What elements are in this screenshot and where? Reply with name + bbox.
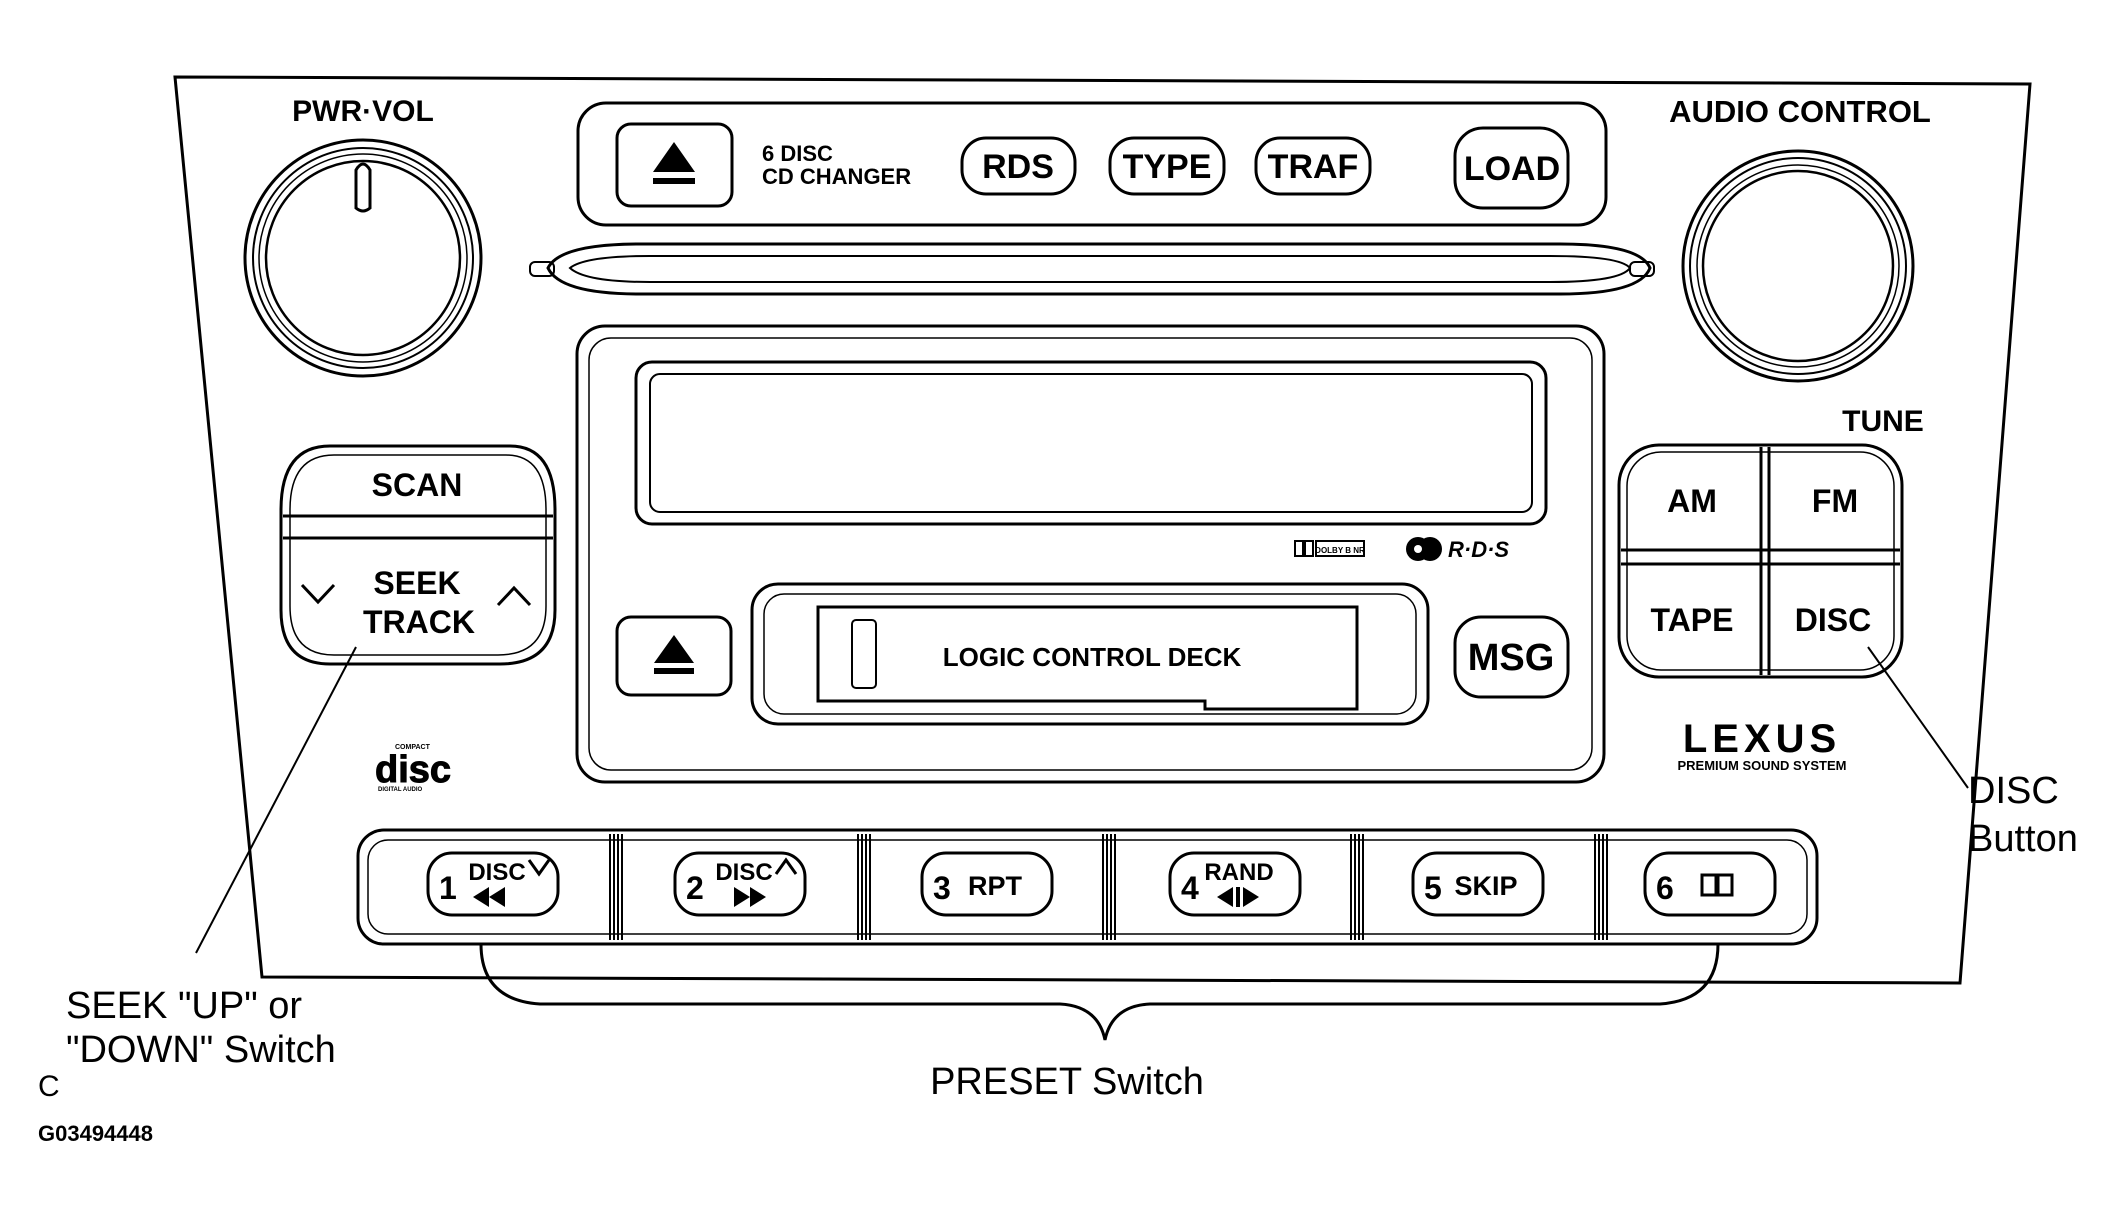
scan-seek-control [279, 444, 557, 666]
rds-button-label: RDS [982, 148, 1054, 186]
traf-button-label: TRAF [1268, 148, 1359, 186]
preset-number: 2 [686, 870, 704, 906]
dolby-nr-text: DOLBY B NR [1315, 546, 1365, 555]
type-button-label: TYPE [1123, 148, 1212, 186]
preset-label: RPT [968, 871, 1023, 901]
faceplate-outline [173, 75, 2032, 985]
fast-forward-icon [734, 857, 798, 907]
msg-button-label: MSG [1468, 637, 1555, 679]
tune-label: TUNE [1842, 405, 1924, 438]
changer-eject-button[interactable] [615, 122, 734, 208]
msg-button[interactable]: MSG [1453, 615, 1570, 699]
center-module [575, 324, 1606, 784]
chevron-up-icon [496, 585, 532, 607]
disc-button[interactable]: DISC [1769, 564, 1894, 670]
seek-callout-line1: SEEK "UP" or [66, 985, 302, 1027]
preset-label: RAND [1204, 859, 1273, 886]
preset-callout: PRESET Switch [930, 1061, 1204, 1103]
power-volume-knob[interactable] [243, 138, 483, 378]
compact-disc-logo: COMPACT disc DIGITAL AUDIO [375, 744, 452, 793]
disc-callout-line1: DISC [1968, 770, 2059, 812]
rds-badge-text: R·D·S [1448, 537, 1509, 562]
audio-control-knob[interactable] [1681, 149, 1915, 383]
am-button-label: AM [1667, 483, 1717, 519]
compact-disc-logo-main: disc [375, 749, 451, 791]
preset-number: 6 [1656, 870, 1674, 906]
changer-label-line2: CD CHANGER [762, 164, 911, 189]
disc-callout-line2: Button [1968, 818, 2078, 860]
preset-label: DISC [715, 859, 772, 886]
cd-changer-panel [576, 101, 1608, 227]
preset-number: 1 [439, 870, 457, 906]
disc-button-label: DISC [1795, 602, 1871, 638]
cd-slot[interactable] [529, 242, 1655, 296]
dolby-rds-badge: DOLBY B NR R·D·S [1294, 537, 1509, 562]
load-button[interactable]: LOAD [1453, 126, 1570, 210]
deck-label: LOGIC CONTROL DECK [943, 642, 1242, 672]
cassette-eject-button[interactable] [615, 615, 733, 697]
preset-bracket [479, 943, 1720, 1041]
fm-button[interactable]: FM [1769, 452, 1894, 550]
rds-button[interactable]: RDS [960, 136, 1077, 196]
knob-indicator-icon [354, 162, 372, 213]
cassette-deck[interactable] [750, 582, 1430, 726]
changer-label-line1: 6 DISC [762, 141, 833, 166]
am-button[interactable]: AM [1627, 452, 1761, 550]
rewind-icon [473, 859, 551, 907]
tape-button[interactable]: TAPE [1627, 564, 1761, 670]
load-button-label: LOAD [1464, 150, 1560, 188]
compact-disc-logo-top: COMPACT [395, 744, 431, 751]
seek-callout-line [195, 646, 357, 954]
preset-number: 5 [1424, 870, 1442, 906]
tape-button-label: TAPE [1651, 602, 1734, 638]
preset-number: 3 [933, 870, 951, 906]
cd-logo-icon [1406, 537, 1442, 561]
scan-label: SCAN [372, 467, 463, 503]
dolby-icon [1700, 873, 1734, 897]
track-label: TRACK [363, 604, 475, 640]
figure-id: G03494448 [38, 1121, 153, 1146]
figure-letter: C [38, 1070, 60, 1103]
chevron-down-icon [300, 583, 336, 605]
preset-6-dolby-button[interactable]: 6 [1643, 851, 1777, 917]
disc-callout-line [1867, 646, 1969, 789]
lexus-logo: LEXUS [1683, 717, 1841, 761]
preset-label: DISC [468, 859, 525, 886]
compact-disc-logo-bottom: DIGITAL AUDIO [378, 787, 423, 793]
display-screen [634, 360, 1548, 526]
eject-icon [654, 635, 694, 674]
fm-button-label: FM [1812, 483, 1858, 519]
audio-control-label: AUDIO CONTROL [1669, 94, 1931, 129]
type-button[interactable]: TYPE [1108, 136, 1226, 196]
eject-icon [653, 142, 695, 184]
preset-number: 4 [1181, 870, 1199, 906]
source-button-cluster [1617, 443, 1904, 679]
seek-label: SEEK [373, 565, 460, 601]
seek-callout-line2: "DOWN" Switch [66, 1029, 336, 1071]
preset-5-skip-button[interactable]: 5 SKIP [1411, 851, 1545, 917]
preset-3-rpt-button[interactable]: 3 RPT [920, 851, 1054, 917]
random-icon [1217, 887, 1259, 907]
preset-1-disc-down-button[interactable]: 1 DISC [426, 851, 560, 917]
lexus-tagline: PREMIUM SOUND SYSTEM [1677, 758, 1846, 773]
preset-label: SKIP [1454, 871, 1517, 901]
preset-bar [356, 828, 1819, 946]
preset-2-disc-up-button[interactable]: 2 DISC [673, 851, 807, 917]
traf-button[interactable]: TRAF [1254, 136, 1372, 196]
power-volume-label: PWR·VOL [292, 95, 434, 128]
